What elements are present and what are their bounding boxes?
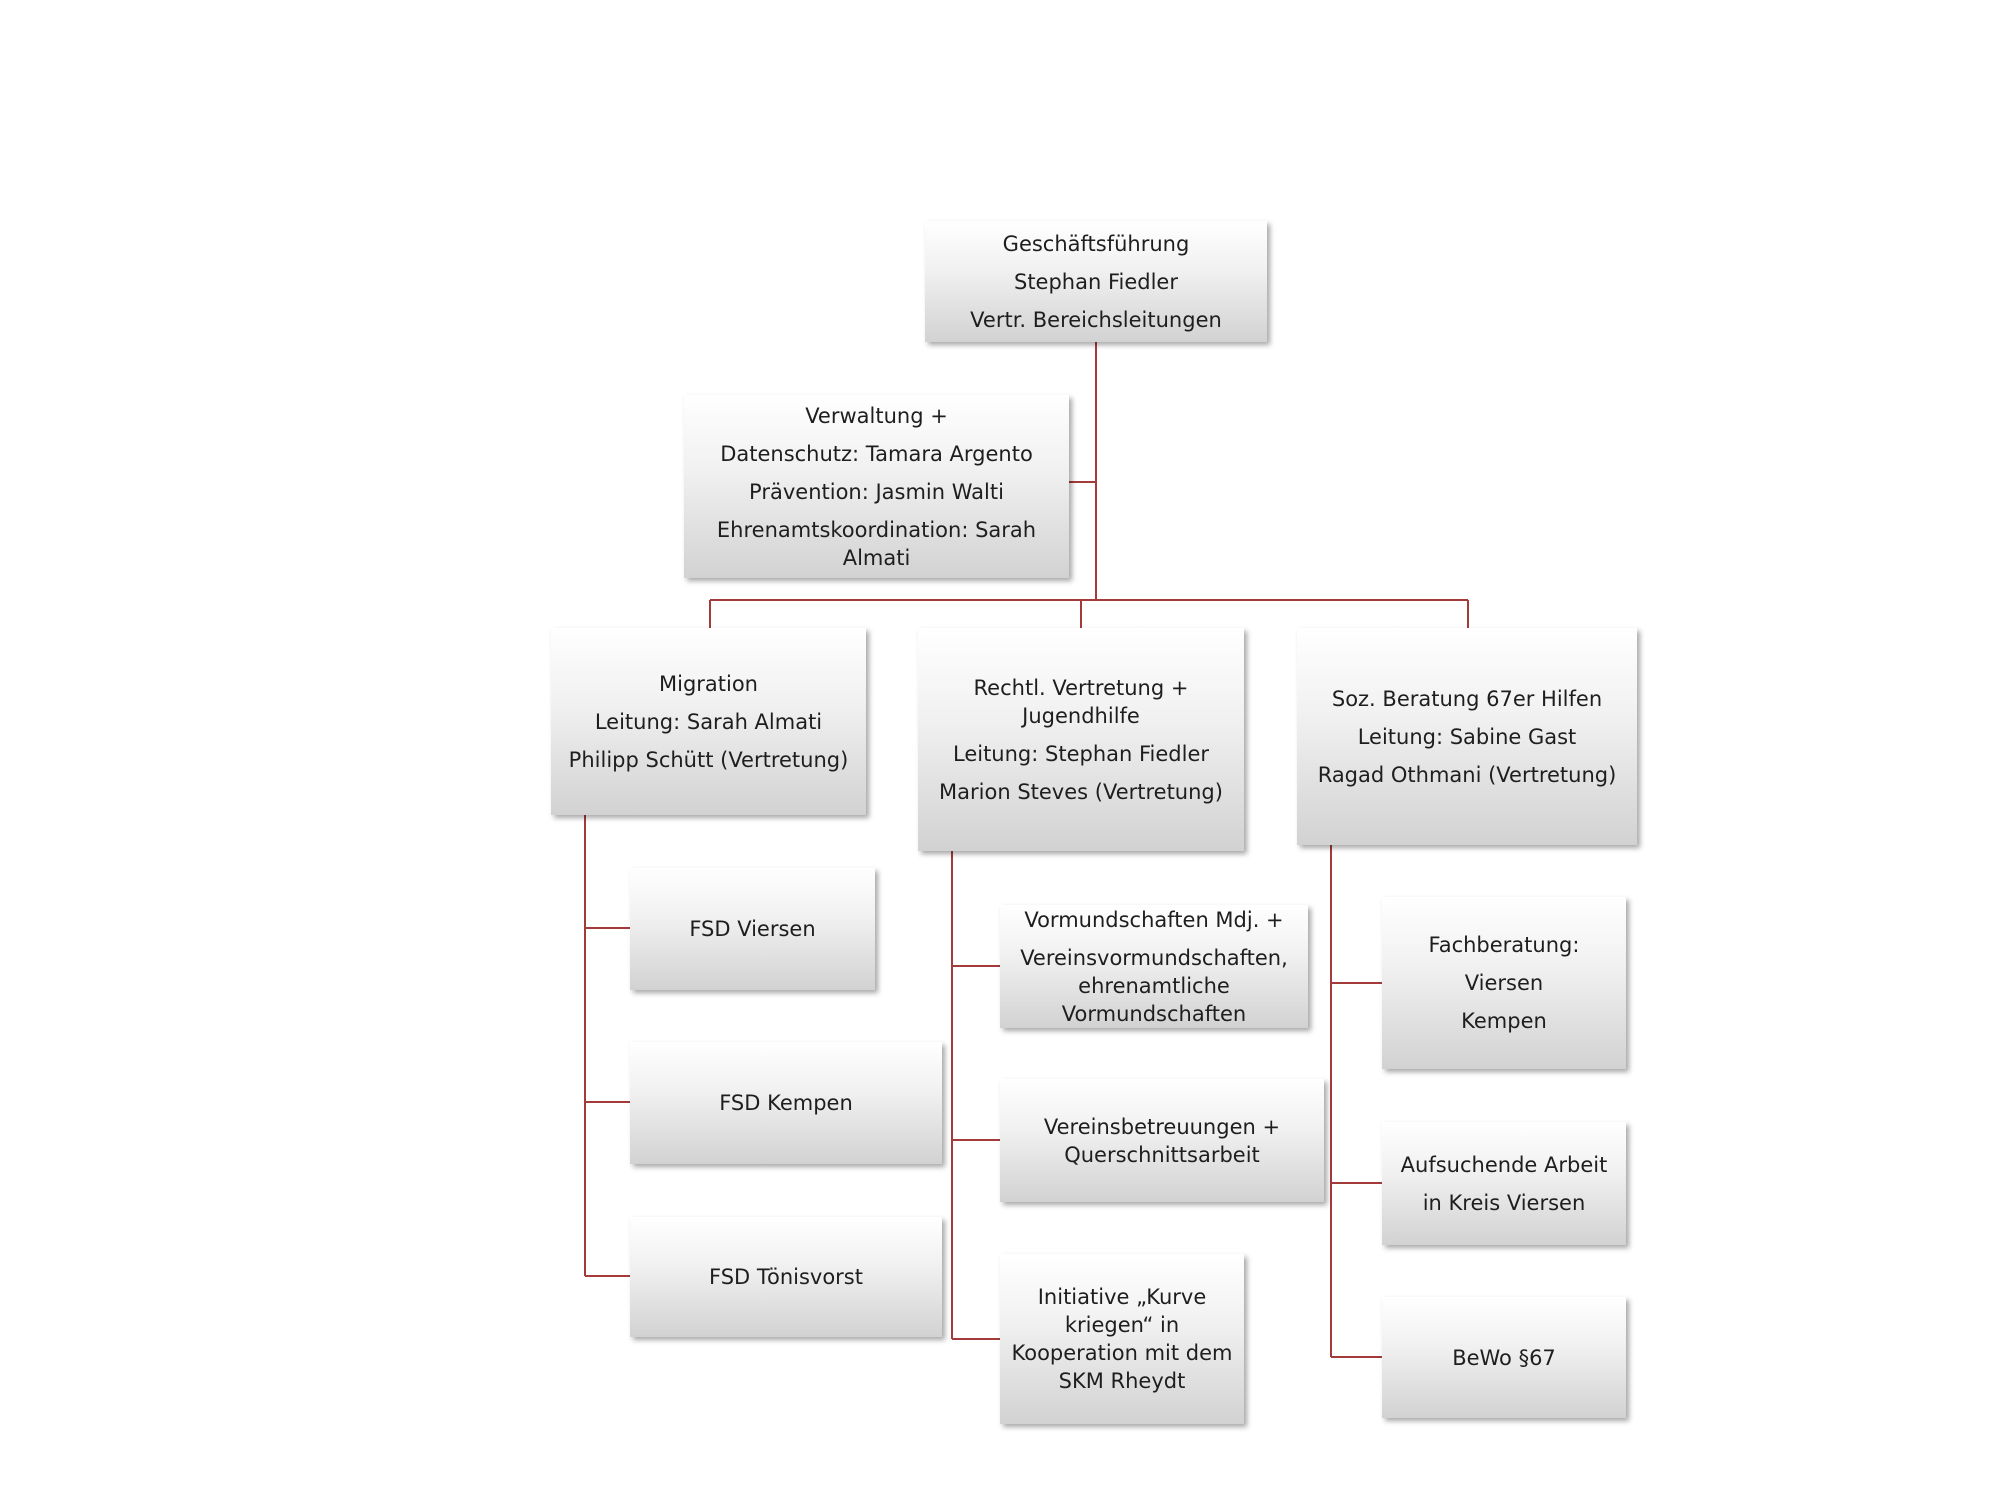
org-node-vormund: Vormundschaften Mdj. + Vereinsvormundscha… bbox=[1000, 905, 1308, 1028]
org-node-verwaltung-line: Ehrenamtskoordination: Sarah Almati bbox=[716, 517, 1037, 570]
org-node-gf-line: Geschäftsführung bbox=[1002, 231, 1190, 256]
org-node-soz-line: Ragad Othmani (Vertretung) bbox=[1317, 762, 1617, 787]
org-node-aufsuchende-line: in Kreis Viersen bbox=[1422, 1190, 1586, 1215]
org-node-recht-line: Rechtl. Vertretung + Jugendhilfe bbox=[973, 675, 1189, 728]
org-node-initiative: Initiative „Kurve kriegen“ in Kooperatio… bbox=[1000, 1254, 1244, 1424]
org-node-migration-line: Leitung: Sarah Almati bbox=[594, 709, 823, 734]
org-node-migration-line: Migration bbox=[658, 671, 758, 696]
org-node-fsd-kempen-line: FSD Kempen bbox=[719, 1091, 853, 1115]
org-node-vereinsbetreuung-line: Vereinsbetreuungen + Querschnittsarbeit bbox=[1043, 1114, 1281, 1167]
org-node-fachberatung-line: Viersen bbox=[1464, 971, 1544, 995]
org-node-fsd-toenisvorst: FSD Tönisvorst bbox=[630, 1217, 942, 1337]
org-node-gf-line: Vertr. Bereichsleitungen bbox=[970, 307, 1222, 332]
org-node-migration-line: Philipp Schütt (Vertretung) bbox=[568, 747, 849, 772]
org-node-recht-line: Leitung: Stephan Fiedler bbox=[952, 741, 1210, 766]
org-node-aufsuchende: Aufsuchende Arbeit in Kreis Viersen bbox=[1382, 1122, 1626, 1245]
org-node-verwaltung-line: Prävention: Jasmin Walti bbox=[749, 479, 1004, 504]
org-node-verwaltung-line: Datenschutz: Tamara Argento bbox=[720, 441, 1033, 466]
org-node-soz-line: Soz. Beratung 67er Hilfen bbox=[1331, 686, 1603, 711]
org-node-fachberatung-line: Fachberatung: bbox=[1428, 933, 1580, 957]
org-node-vereinsbetreuung: Vereinsbetreuungen + Querschnittsarbeit bbox=[1000, 1079, 1324, 1202]
org-node-fsd-viersen-line: FSD Viersen bbox=[689, 917, 816, 941]
org-node-soz-line: Leitung: Sabine Gast bbox=[1357, 724, 1577, 749]
org-node-initiative-line: Initiative „Kurve kriegen“ in Kooperatio… bbox=[1011, 1285, 1233, 1393]
org-node-aufsuchende-line: Aufsuchende Arbeit bbox=[1400, 1152, 1608, 1177]
org-node-verwaltung-line: Verwaltung + bbox=[805, 403, 948, 428]
org-node-bewo-line: BeWo §67 bbox=[1452, 1345, 1556, 1370]
org-node-vormund-line: Vereinsvormundschaften, ehrenamtliche Vo… bbox=[1020, 945, 1288, 1026]
org-node-vormund-line: Vormundschaften Mdj. + bbox=[1024, 907, 1284, 932]
org-node-bewo: BeWo §67 bbox=[1382, 1297, 1626, 1418]
org-node-fsd-viersen: FSD Viersen bbox=[630, 868, 875, 990]
org-node-gf-line: Stephan Fiedler bbox=[1013, 269, 1178, 294]
org-node-fsd-kempen: FSD Kempen bbox=[630, 1042, 942, 1164]
org-node-fsd-toenisvorst-line: FSD Tönisvorst bbox=[709, 1265, 863, 1289]
org-node-fachberatung-line: Kempen bbox=[1461, 1009, 1547, 1033]
org-node-recht-line: Marion Steves (Vertretung) bbox=[939, 779, 1223, 804]
